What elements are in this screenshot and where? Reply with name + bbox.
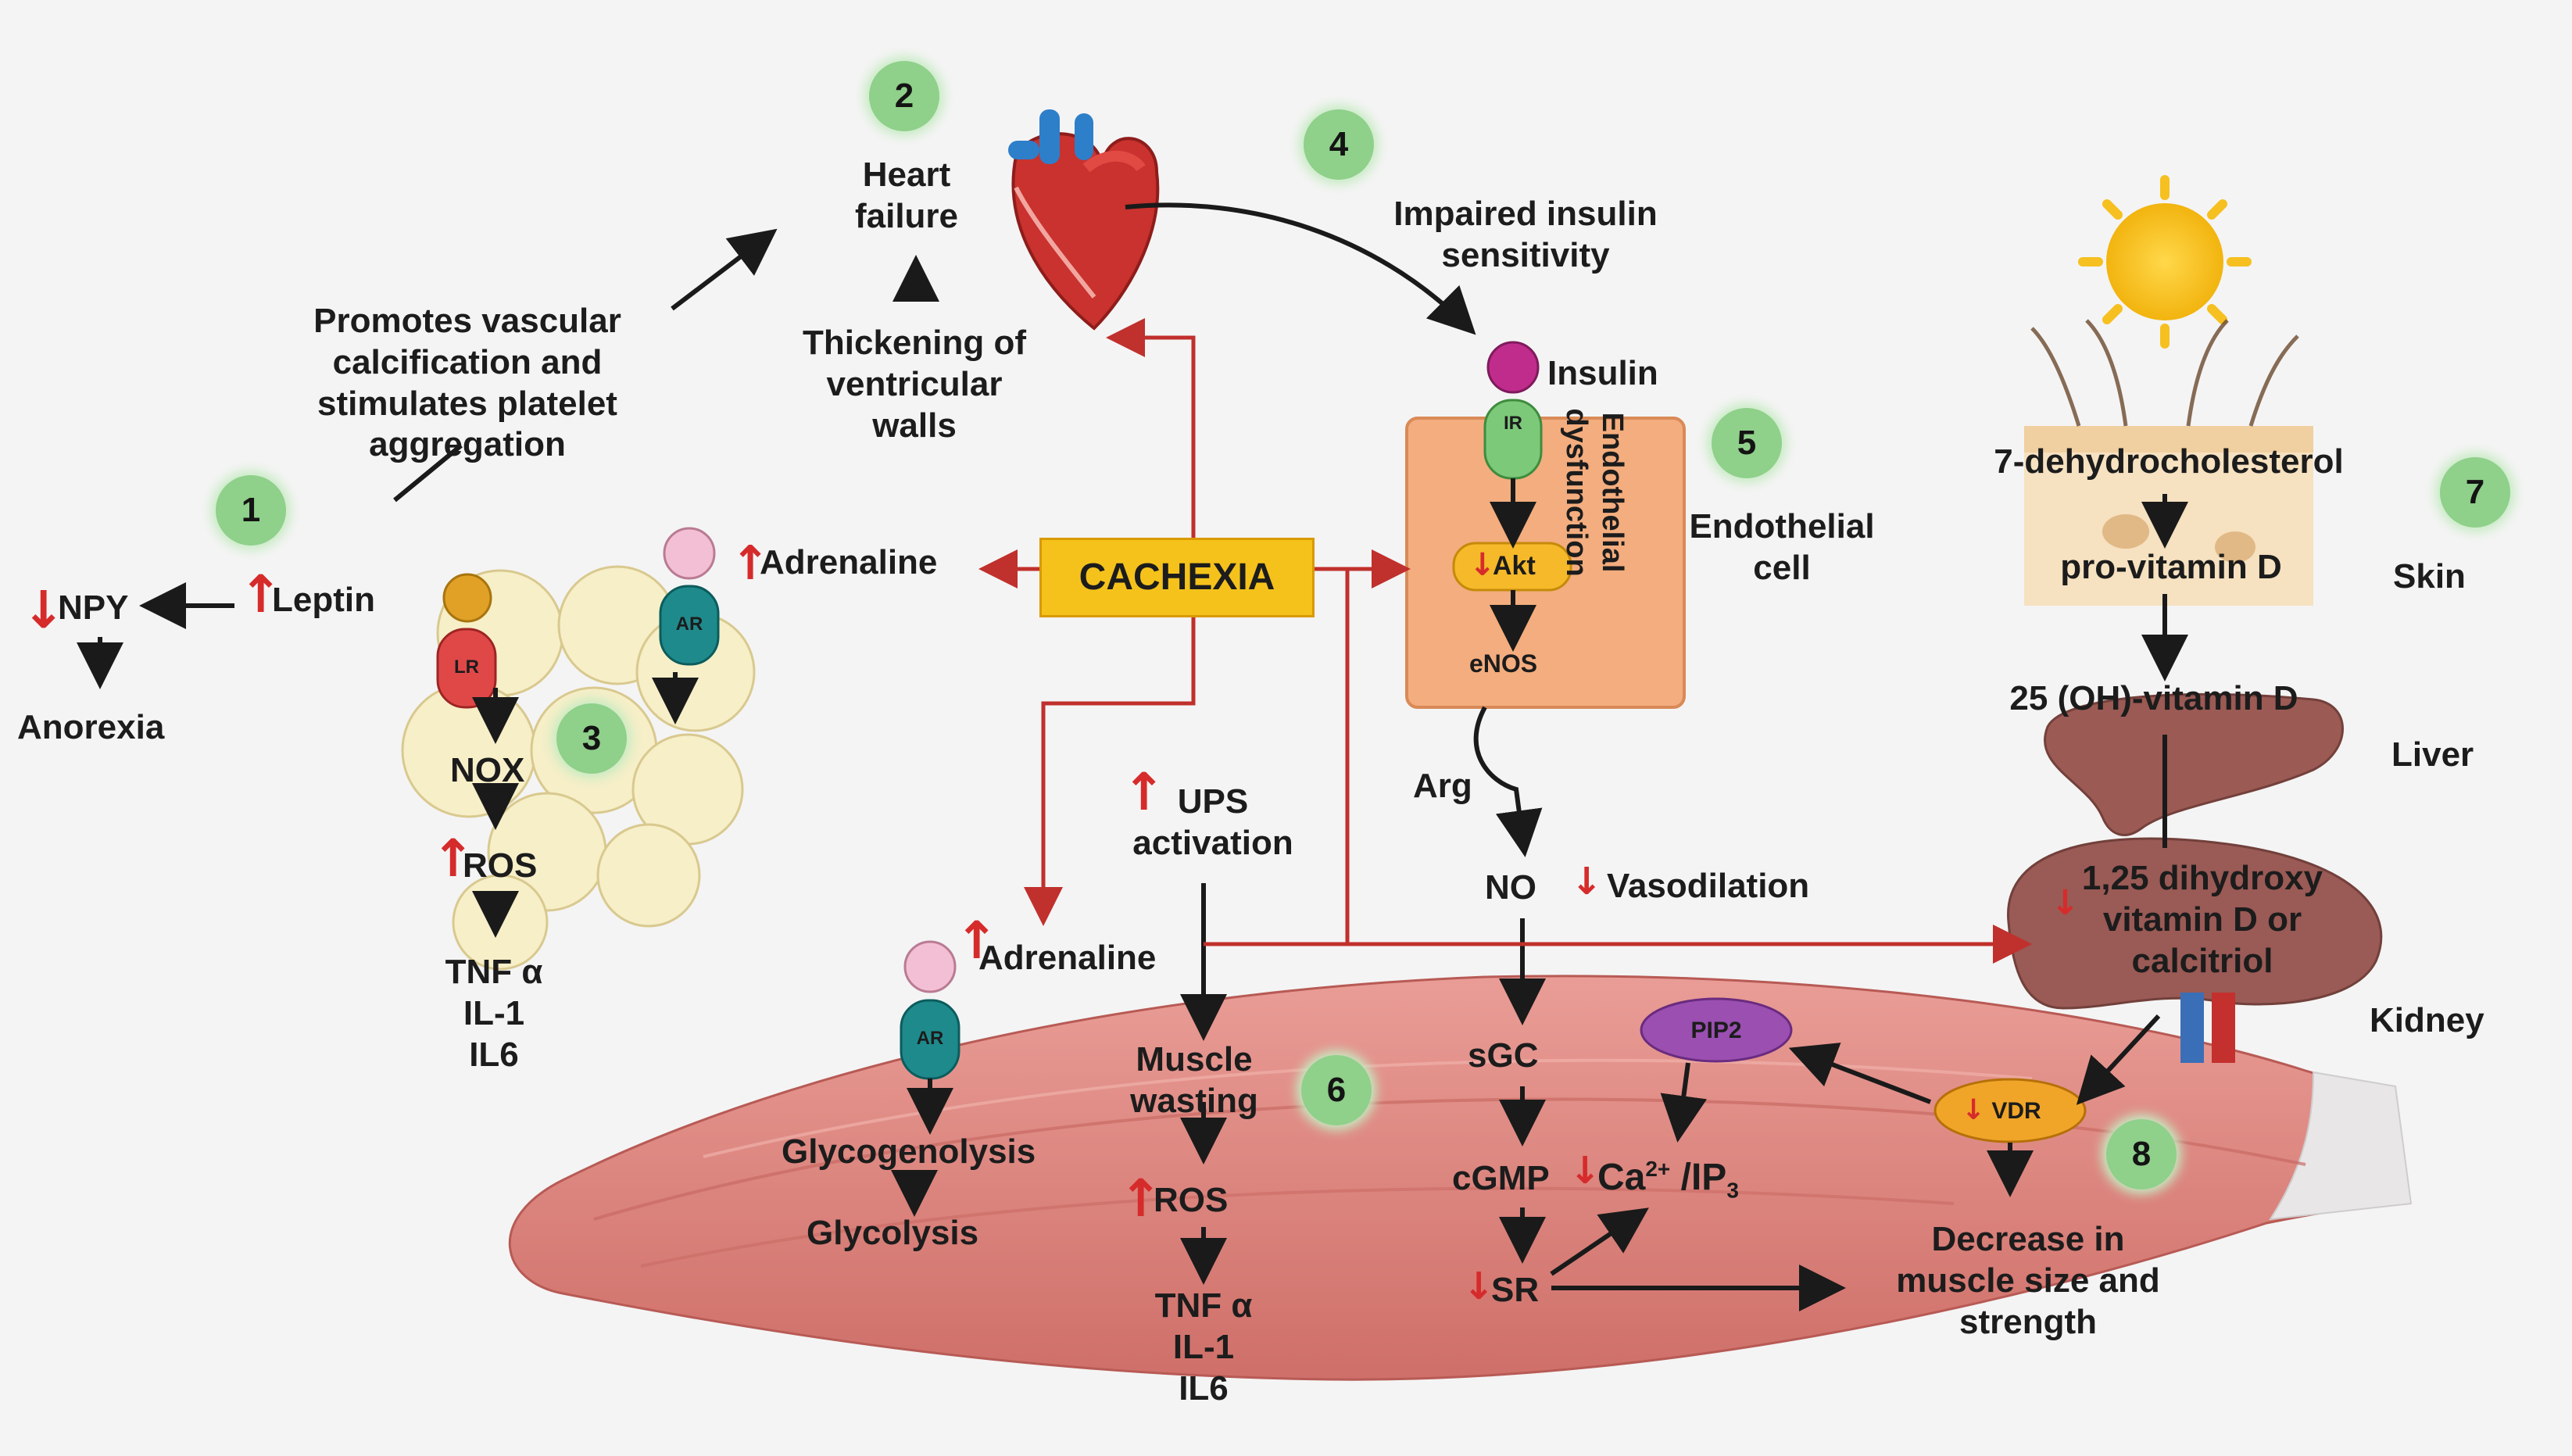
- lr-receptor-label: LR: [454, 656, 479, 678]
- liver-icon: [2044, 692, 2344, 836]
- oh-vitamin-d-label: 25 (OH)-vitamin D: [2009, 679, 2298, 717]
- ar-receptor-label: AR: [675, 614, 703, 635]
- kidney-icon: [2007, 837, 2383, 1063]
- muscle-ros-label: ROS: [1154, 1181, 1229, 1219]
- endothelial-dysfunction-label: Endothelial dysfunction: [1560, 408, 1629, 577]
- badge-6: 6: [1301, 1055, 1372, 1125]
- vasodilation-label: Vasodilation: [1607, 867, 1810, 905]
- thickening-label: Thickening of ventricular walls: [803, 324, 1026, 445]
- nox-label: NOX: [450, 751, 525, 789]
- skin-label: Skin: [2393, 557, 2466, 596]
- adipose-cells-icon: [401, 565, 756, 971]
- ca-superscript: 2+: [1645, 1157, 1671, 1181]
- ip3-subscript: 3: [1726, 1178, 1739, 1203]
- adrenaline-label: Adrenaline: [760, 543, 938, 581]
- muscle-adrenaline-label: Adrenaline: [978, 939, 1157, 977]
- muscle-ar-receptor-label: AR: [916, 1028, 944, 1049]
- sr-down-arrow: ↓: [1463, 1265, 1495, 1308]
- ca-down-arrow: ↓: [1569, 1149, 1601, 1193]
- insulin-sensitivity-label: Impaired insulin sensitivity: [1393, 195, 1658, 274]
- red-arrows: [978, 318, 2032, 964]
- pip2-label: PIP2: [1690, 1018, 1742, 1043]
- sun-icon: [2078, 175, 2252, 349]
- leptin-up-arrow: ↑: [239, 564, 283, 624]
- ip-text: /IP: [1670, 1157, 1727, 1198]
- akt-down-arrow: ↓: [1469, 547, 1496, 583]
- badge-3: 3: [556, 703, 627, 774]
- ups-up-arrow: ↑: [1122, 762, 1166, 822]
- muscle-cytokines-label: TNF α IL-1 IL6: [1154, 1286, 1253, 1408]
- badge-7: 7: [2440, 457, 2510, 528]
- vdr-down-arrow: ↓: [1962, 1094, 1986, 1126]
- npy-down-arrow: ↓: [22, 580, 66, 640]
- arg-label: Arg: [1413, 767, 1472, 805]
- muscle-adrenaline-up-arrow: ↑: [955, 910, 999, 971]
- vasodilation-down-arrow: ↓: [1571, 860, 1603, 903]
- badge-8: 8: [2106, 1119, 2177, 1189]
- adrenaline-up-arrow: ↑: [731, 536, 771, 591]
- no-label: NO: [1485, 868, 1536, 907]
- sr-label: SR: [1491, 1271, 1540, 1309]
- adipose-cytokines-label: TNF α IL-1 IL6: [445, 953, 543, 1074]
- promotes-label: Promotes vascular calcification and stim…: [313, 302, 621, 464]
- badge-4: 4: [1304, 109, 1374, 180]
- badge-1: 1: [216, 475, 286, 546]
- heart-icon: [1008, 109, 1160, 331]
- ir-receptor-label: IR: [1504, 413, 1522, 434]
- muscle-wasting-label: Muscle wasting: [1130, 1040, 1258, 1120]
- glycolysis-label: Glycolysis: [807, 1214, 979, 1252]
- badge-5: 5: [1712, 408, 1782, 478]
- ups-activation-label: UPS activation: [1132, 782, 1293, 862]
- leptin-label: Leptin: [272, 581, 375, 619]
- npy-label: NPY: [58, 588, 129, 627]
- cgmp-label: cGMP: [1452, 1159, 1550, 1197]
- anorexia-label: Anorexia: [17, 708, 165, 746]
- vdr-label: VDR: [1991, 1098, 2041, 1124]
- ros-up-arrow: ↑: [431, 828, 475, 889]
- kidney-label: Kidney: [2370, 1001, 2484, 1039]
- endothelial-cell-label: Endothelial cell: [1689, 507, 1875, 587]
- skin-icon: [2024, 319, 2313, 606]
- sgc-label: sGC: [1468, 1036, 1539, 1075]
- pro-vitamin-d-label: pro-vitamin D: [2060, 548, 2282, 586]
- insulin-label: Insulin: [1547, 354, 1658, 392]
- ros-label: ROS: [463, 846, 538, 885]
- muscle-icon: [508, 975, 2413, 1381]
- enos-label: eNOS: [1469, 649, 1538, 678]
- receptors: [436, 341, 2087, 1143]
- ca-text: Ca: [1597, 1157, 1646, 1198]
- black-arrows: [77, 202, 2188, 1311]
- ca-ip3-label: Ca2+ /IP3: [1597, 1155, 1739, 1204]
- heart-failure-label: Heart failure: [854, 156, 959, 235]
- muscle-ros-up-arrow: ↑: [1119, 1168, 1163, 1229]
- decrease-muscle-label: Decrease in muscle size and strength: [1896, 1220, 2160, 1341]
- badge-2: 2: [869, 61, 939, 131]
- dehydrocholesterol-label: 7-dehydrocholesterol: [1994, 442, 2344, 481]
- liver-label: Liver: [2391, 735, 2474, 774]
- glycogenolysis-label: Glycogenolysis: [782, 1132, 1036, 1171]
- calcitriol-label: 1,25 dihydroxy vitamin D or calcitriol: [2081, 859, 2323, 980]
- akt-label: Akt: [1493, 551, 1536, 581]
- calcitriol-down-arrow: ↓: [2051, 883, 2080, 923]
- cachexia-label: CACHEXIA: [1039, 538, 1315, 617]
